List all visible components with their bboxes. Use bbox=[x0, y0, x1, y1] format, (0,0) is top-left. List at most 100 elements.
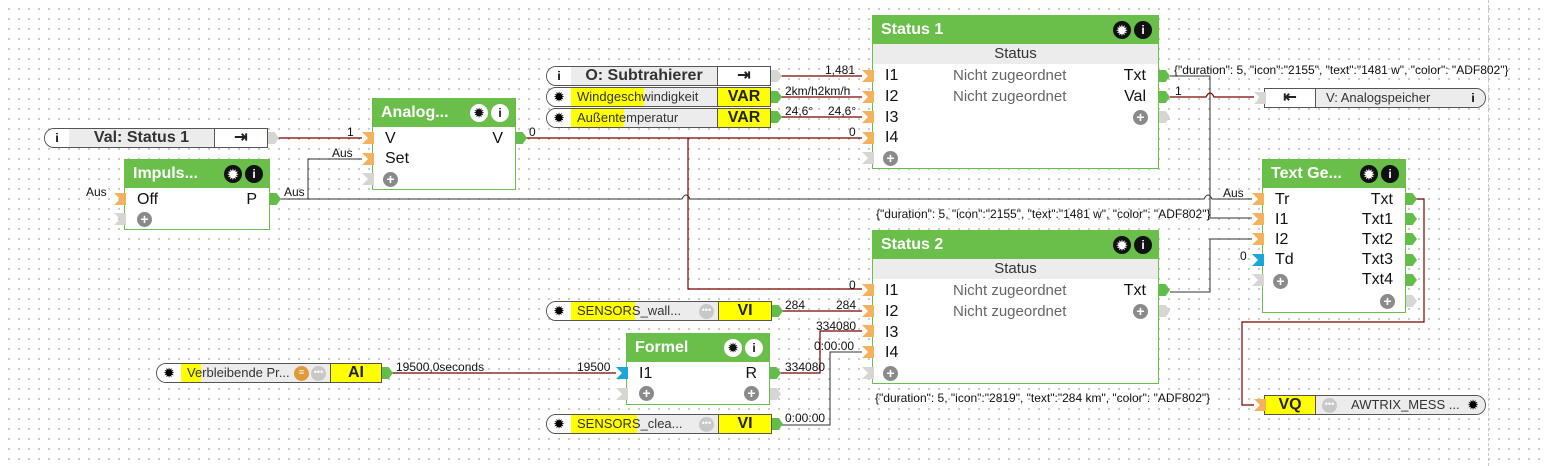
input-port[interactable] bbox=[1252, 233, 1264, 245]
output-port[interactable] bbox=[1406, 193, 1417, 205]
input-port[interactable] bbox=[616, 367, 628, 379]
output-port[interactable] bbox=[1406, 213, 1417, 225]
gear-icon[interactable]: ✹ bbox=[547, 109, 571, 127]
wire-label: 334080 bbox=[785, 360, 826, 374]
input-port[interactable] bbox=[1252, 254, 1264, 266]
block-text-generator[interactable]: Text Ge... ✹i Tr I1 I2 Td + Txt Txt1 Txt… bbox=[1262, 159, 1406, 313]
output-port[interactable] bbox=[1159, 284, 1170, 296]
gear-icon[interactable]: ✹ bbox=[1113, 236, 1131, 254]
block-analog[interactable]: Analog... ✹i V Set V + bbox=[372, 98, 516, 190]
wire-label: 334080 bbox=[816, 319, 857, 333]
block-formel[interactable]: Formel ✹i I1 R + + bbox=[626, 333, 770, 405]
input-port[interactable] bbox=[114, 193, 126, 205]
output-port[interactable] bbox=[771, 111, 782, 123]
add-port[interactable] bbox=[1159, 111, 1170, 123]
info-icon[interactable]: i bbox=[1461, 89, 1485, 107]
add-input-icon[interactable]: + bbox=[137, 212, 152, 227]
node-sensors-clea[interactable]: ✹ SENSORS_clea... ••• VI bbox=[546, 414, 772, 434]
add-output-icon[interactable]: + bbox=[1380, 294, 1395, 309]
node-awtrix[interactable]: VQ ••• AWTRIX_MESS ... ✹ bbox=[1264, 395, 1486, 415]
input-port[interactable] bbox=[1254, 399, 1266, 411]
input-port[interactable] bbox=[862, 305, 874, 317]
gear-icon[interactable]: ✹ bbox=[1113, 21, 1131, 39]
more-options-icon[interactable]: ••• bbox=[311, 365, 326, 381]
add-port[interactable] bbox=[1252, 274, 1264, 286]
info-icon[interactable]: i bbox=[245, 165, 263, 183]
gear-icon[interactable]: ✹ bbox=[547, 302, 571, 320]
block-status1[interactable]: Status 1 ✹i Status I1 I2 I3 I4 Nicht zug… bbox=[872, 15, 1159, 169]
input-port[interactable] bbox=[1254, 92, 1266, 104]
gear-icon[interactable]: ✹ bbox=[547, 88, 571, 106]
output-port[interactable] bbox=[270, 193, 281, 205]
gear-icon[interactable]: ✹ bbox=[224, 165, 242, 183]
gear-icon[interactable]: ✹ bbox=[1360, 165, 1378, 183]
output-port[interactable] bbox=[771, 70, 782, 82]
output-port[interactable] bbox=[268, 132, 279, 144]
output-port[interactable] bbox=[770, 367, 781, 379]
output-port[interactable] bbox=[1406, 274, 1417, 286]
block-status2[interactable]: Status 2 ✹i Status I1 I2 I3 I4 Nicht zug… bbox=[872, 230, 1159, 384]
input-port[interactable] bbox=[862, 325, 874, 337]
block-impuls[interactable]: Impuls... ✹i Off P + bbox=[124, 159, 270, 230]
output-port[interactable] bbox=[772, 418, 783, 430]
node-v-analogspeicher[interactable]: ⇤ V: Analogspeicher i bbox=[1264, 88, 1486, 108]
add-output-icon[interactable]: + bbox=[1133, 110, 1148, 125]
more-options-icon[interactable]: ••• bbox=[699, 416, 714, 432]
input-port[interactable] bbox=[362, 132, 374, 144]
info-icon[interactable]: i bbox=[491, 104, 509, 122]
gear-icon[interactable]: ✹ bbox=[724, 339, 742, 357]
input-port[interactable] bbox=[362, 153, 374, 165]
add-input-icon[interactable]: + bbox=[883, 151, 898, 166]
output-port[interactable] bbox=[1406, 233, 1417, 245]
add-port[interactable] bbox=[770, 388, 781, 400]
node-aussentemperatur[interactable]: ✹ Außentemperatur VAR bbox=[546, 108, 771, 128]
input-port[interactable] bbox=[862, 91, 874, 103]
add-input-icon[interactable]: + bbox=[883, 366, 898, 381]
wire-label: 19500 bbox=[577, 360, 611, 374]
output-port[interactable] bbox=[516, 132, 527, 144]
add-port[interactable] bbox=[616, 388, 628, 400]
add-input-icon[interactable]: + bbox=[1273, 274, 1288, 289]
input-port[interactable] bbox=[862, 132, 874, 144]
output-port[interactable] bbox=[1406, 254, 1417, 266]
add-port[interactable] bbox=[362, 173, 374, 185]
add-output-icon[interactable]: + bbox=[744, 386, 759, 401]
node-sensors-wall[interactable]: ✹ SENSORS_wall... ••• VI bbox=[546, 301, 772, 321]
input-port[interactable] bbox=[862, 346, 874, 358]
more-options-icon[interactable]: ••• bbox=[1322, 397, 1337, 413]
gear-icon[interactable]: ✹ bbox=[1461, 396, 1485, 414]
output-port[interactable] bbox=[772, 305, 783, 317]
info-icon[interactable]: i bbox=[1134, 21, 1152, 39]
node-val-status1[interactable]: i Val: Status 1 ⇥ bbox=[44, 128, 268, 148]
gear-icon[interactable]: ✹ bbox=[157, 364, 181, 382]
more-options-icon[interactable]: ••• bbox=[699, 303, 714, 319]
input-port[interactable] bbox=[862, 111, 874, 123]
add-port[interactable] bbox=[1406, 295, 1417, 307]
info-icon[interactable]: i bbox=[1134, 236, 1152, 254]
node-o-subtrahierer[interactable]: i O: Subtrahierer ⇥ bbox=[546, 66, 771, 86]
output-port[interactable] bbox=[1159, 70, 1170, 82]
output-port[interactable] bbox=[1159, 91, 1170, 103]
add-output-icon[interactable]: + bbox=[1133, 304, 1148, 319]
add-port[interactable] bbox=[862, 367, 874, 379]
add-input-icon[interactable]: + bbox=[383, 172, 398, 187]
input-port[interactable] bbox=[862, 70, 874, 82]
input-port[interactable] bbox=[1252, 213, 1264, 225]
add-port[interactable] bbox=[1159, 305, 1170, 317]
output-port[interactable] bbox=[771, 91, 782, 103]
input-port[interactable] bbox=[862, 284, 874, 296]
node-verbleibende[interactable]: ✹ Verbleibende Pr... ≡ ••• AI bbox=[156, 363, 382, 383]
add-input-icon[interactable]: + bbox=[639, 386, 654, 401]
gear-icon[interactable]: ✹ bbox=[547, 415, 571, 433]
gear-icon[interactable]: ✹ bbox=[470, 104, 488, 122]
add-port[interactable] bbox=[114, 213, 126, 225]
output-port[interactable] bbox=[382, 367, 393, 379]
info-icon[interactable]: i bbox=[45, 129, 69, 147]
input-label: Tr bbox=[1275, 191, 1290, 208]
node-windgeschwindigkeit[interactable]: ✹ Windgeschwindigkeit VAR bbox=[546, 87, 771, 107]
info-icon[interactable]: i bbox=[1381, 165, 1399, 183]
add-port[interactable] bbox=[862, 152, 874, 164]
info-icon[interactable]: i bbox=[745, 339, 763, 357]
input-port[interactable] bbox=[1252, 193, 1264, 205]
info-icon[interactable]: i bbox=[547, 67, 571, 85]
